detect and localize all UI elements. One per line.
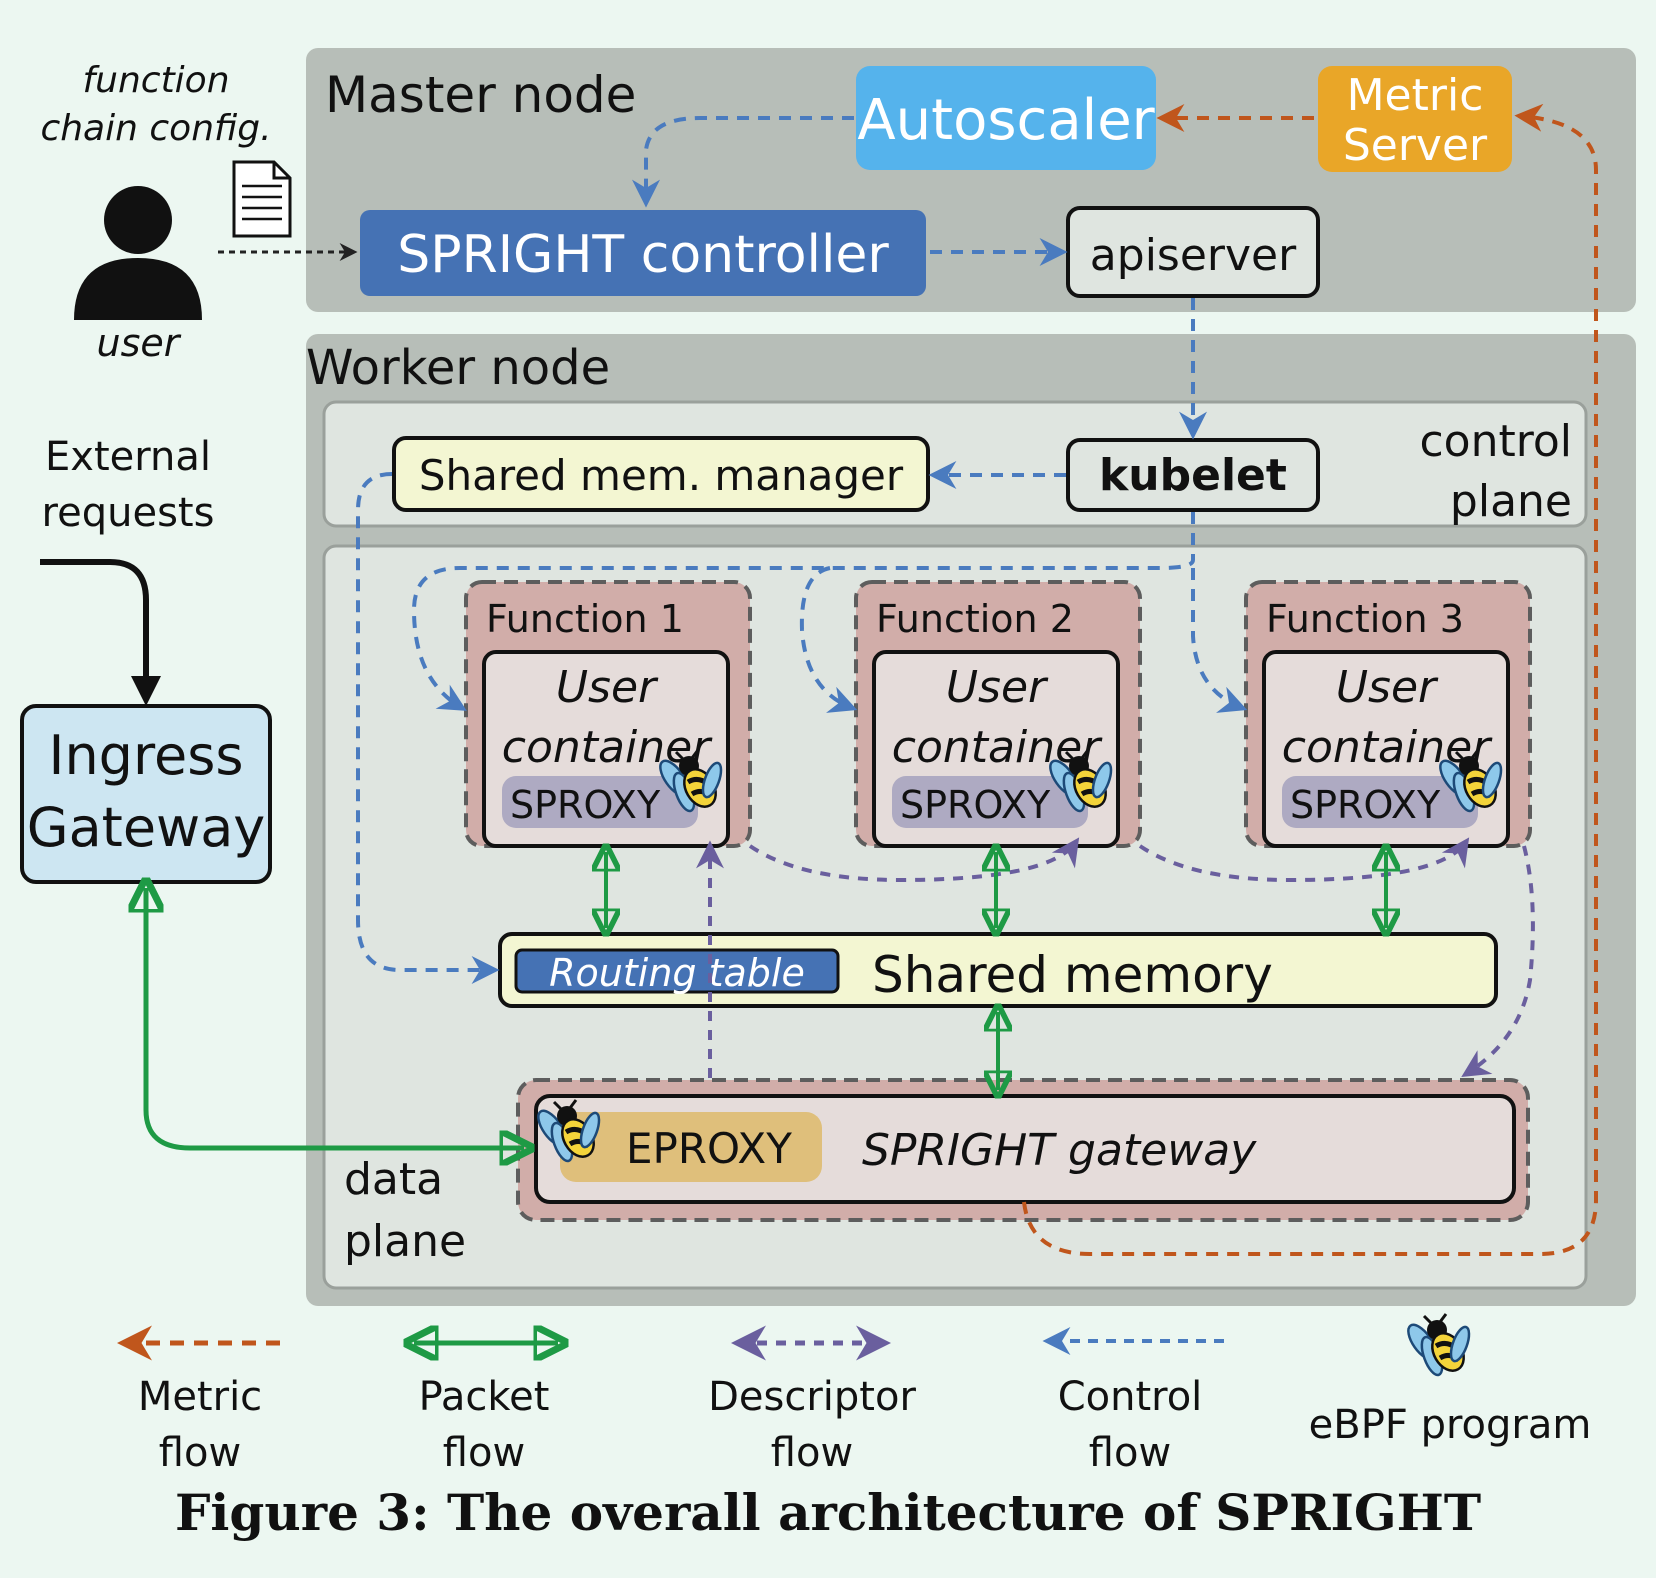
kubelet-label: kubelet xyxy=(1099,450,1287,501)
apiserver-label: apiserver xyxy=(1090,230,1297,281)
function-3-user-line2: container xyxy=(1282,722,1493,773)
metric-server-label-2: Server xyxy=(1343,120,1488,171)
user-icon xyxy=(74,186,202,320)
worker-node-title: Worker node xyxy=(306,340,610,396)
document-icon xyxy=(232,160,292,238)
external-requests-label-1: External xyxy=(45,434,211,480)
function-3-user-line1: User xyxy=(1336,662,1439,713)
metric-server-box[interactable] xyxy=(1318,66,1512,172)
ingress-gateway-label-2: Gateway xyxy=(27,796,266,859)
function-2-sproxy-label: SPROXY xyxy=(900,783,1051,827)
data-plane-label-2: plane xyxy=(344,1216,466,1267)
spright-controller-label: SPRIGHT controller xyxy=(397,225,889,285)
legend-control-flow-label-2: flow xyxy=(1089,1430,1171,1476)
shared-mem-manager-box[interactable] xyxy=(392,436,930,512)
external-requests-arrow xyxy=(40,559,161,706)
user-label: user xyxy=(97,321,182,365)
legend-packet-flow-label-1: Packet xyxy=(419,1374,550,1420)
function-2-user-line1: User xyxy=(946,662,1049,713)
master-node-title: Master node xyxy=(325,66,636,124)
spright-controller-box[interactable] xyxy=(360,210,926,296)
eproxy-label: EPROXY xyxy=(626,1124,792,1173)
function-3-sproxy-box xyxy=(1282,776,1478,828)
spright-gateway-label: SPRIGHT gateway xyxy=(862,1125,1257,1176)
function-1[interactable]: Function 1 User container SPROXY xyxy=(464,580,752,848)
function-3-title: Function 3 xyxy=(1266,597,1464,641)
autoscaler-to-controller-flow xyxy=(632,116,854,208)
function-1-user-line2: container xyxy=(502,722,713,773)
function-2-title: Function 2 xyxy=(876,597,1074,641)
ingress-to-gateway-packet-flow xyxy=(146,888,524,1148)
function-2-sproxy-box xyxy=(892,776,1088,828)
ingress-gateway-label-1: Ingress xyxy=(49,724,244,787)
kubelet-to-function-1-flow xyxy=(411,512,1195,711)
data-plane-label-1: data xyxy=(344,1154,443,1205)
apiserver-box[interactable] xyxy=(1066,206,1320,298)
function-1-sproxy-label: SPROXY xyxy=(510,783,661,827)
function-1-user-line1: User xyxy=(556,662,659,713)
autoscaler-label: Autoscaler xyxy=(857,88,1155,153)
function-chain-config-label-2: chain config. xyxy=(40,108,271,149)
control-plane-label-1: control xyxy=(1419,416,1572,467)
legend-ebpf-label: eBPF program xyxy=(1309,1402,1592,1448)
figure-caption: Figure 3: The overall architecture of SP… xyxy=(175,1483,1481,1542)
routing-table-label: Routing table xyxy=(549,951,805,995)
external-requests-label-2: requests xyxy=(42,490,215,536)
kubelet-to-function-2-flow xyxy=(799,566,858,713)
legend-ebpf-bee-icon xyxy=(1403,1314,1473,1378)
function-2-to-function-3-descriptor-flow xyxy=(1138,837,1470,883)
legend-control-flow-label-1: Control xyxy=(1058,1374,1203,1420)
function-2[interactable]: Function 2 User container SPROXY xyxy=(854,580,1142,848)
function-1-sproxy-box xyxy=(502,776,698,828)
legend-metric-flow-label-1: Metric xyxy=(138,1374,262,1420)
function-1-title: Function 1 xyxy=(486,597,684,641)
function-3-to-gateway-descriptor-flow xyxy=(1461,845,1535,1077)
kubelet-box[interactable] xyxy=(1066,438,1320,512)
function-2-user-line2: container xyxy=(892,722,1103,773)
function-chain-config-label-1: function xyxy=(82,60,229,101)
function-1-to-function-2-descriptor-flow xyxy=(748,837,1080,883)
shared-mem-manager-label: Shared mem. manager xyxy=(419,451,904,500)
control-plane-label-2: plane xyxy=(1450,476,1572,527)
legend-descriptor-flow-label-2: flow xyxy=(771,1430,853,1476)
legend-descriptor-flow-label-1: Descriptor xyxy=(708,1374,916,1420)
metric-server-label-1: Metric xyxy=(1347,70,1484,121)
gateway-to-metric-server-flow xyxy=(1022,103,1598,1256)
function-3[interactable]: Function 3 User container SPROXY xyxy=(1244,580,1532,848)
eproxy-box xyxy=(560,1112,822,1182)
legend-packet-flow-label-2: flow xyxy=(443,1430,525,1476)
function-3-sproxy-label: SPROXY xyxy=(1290,783,1441,827)
legend-metric-flow-label-2: flow xyxy=(159,1430,241,1476)
kubelet-to-function-3-flow xyxy=(1191,568,1248,713)
autoscaler-box[interactable] xyxy=(856,66,1156,170)
shared-memory-label: Shared memory xyxy=(872,946,1273,1004)
